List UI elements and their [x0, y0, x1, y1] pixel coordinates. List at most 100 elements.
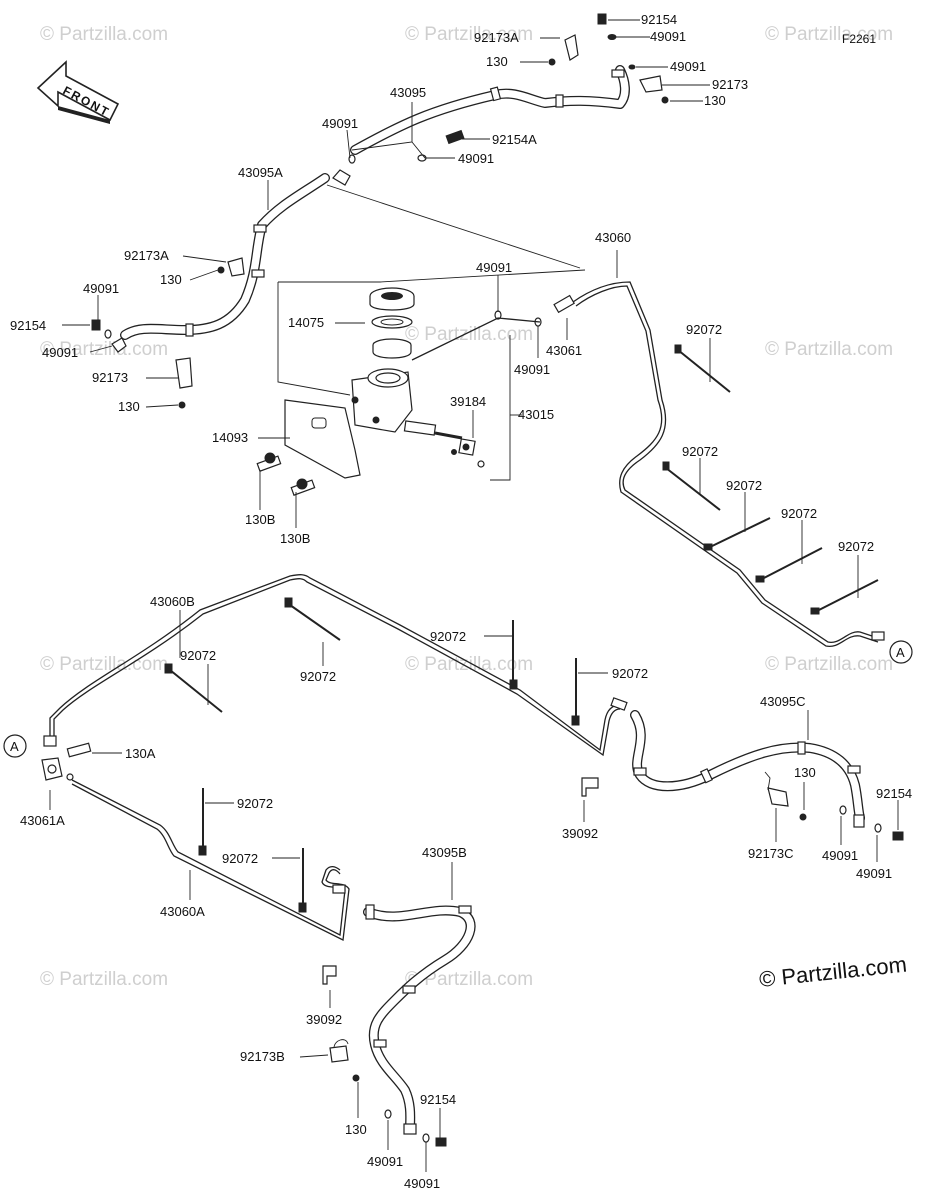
leader-lines	[49, 19, 899, 1172]
brake-hose-43095C	[630, 710, 904, 841]
fitting-43061	[411, 294, 575, 361]
part-label: 43015	[518, 407, 554, 422]
brake-tube-43060B	[43, 574, 628, 757]
cable-tie-icon	[298, 848, 307, 913]
part-label: 14075	[288, 315, 324, 330]
watermark-text: © Partzilla.com	[40, 24, 168, 45]
clamp-92173B	[329, 1039, 360, 1082]
part-label: 130	[486, 54, 508, 69]
front-arrow-icon: FRONT	[36, 60, 120, 124]
part-label: 43061	[546, 343, 582, 358]
part-label: 43095C	[760, 694, 806, 709]
watermark-text: © Partzilla.com	[405, 24, 533, 45]
part-label: 92173C	[748, 846, 794, 861]
part-label: 49091	[322, 116, 358, 131]
part-label: 49091	[514, 362, 550, 377]
part-label: 49091	[476, 260, 512, 275]
part-label: 43095B	[422, 845, 467, 860]
cable-tie-icon	[662, 461, 721, 511]
part-label: 39092	[306, 1012, 342, 1027]
part-label: 49091	[856, 866, 892, 881]
part-label: 92072	[222, 851, 258, 866]
part-label: 49091	[670, 59, 706, 74]
part-label: 92173B	[240, 1049, 285, 1064]
watermark-text: © Partzilla.com	[765, 339, 893, 360]
part-label: 49091	[650, 29, 686, 44]
part-label: 130B	[280, 531, 310, 546]
part-labels-master-cylinder: 49091 43060 14075 43061 49091 43015 3918…	[212, 230, 631, 546]
bolts-130B	[256, 452, 316, 496]
part-label: 92072	[686, 322, 722, 337]
part-label: 43060B	[150, 594, 195, 609]
watermark-text: © Partzilla.com	[40, 654, 168, 675]
cable-tie-icon	[284, 597, 341, 641]
part-labels-upper-ties: 92072 92072 92072 92072 92072	[682, 322, 874, 554]
brake-hose-43095B	[363, 904, 476, 1147]
watermark-layer: © Partzilla.com © Partzilla.com © Partzi…	[40, 24, 893, 990]
part-label: 49091	[83, 281, 119, 296]
bracket-39092-left	[322, 965, 337, 985]
part-label: 92072	[300, 669, 336, 684]
part-label: 49091	[404, 1176, 440, 1191]
cable-tie-icon	[755, 547, 823, 583]
watermark-text: © Partzilla.com	[405, 324, 533, 345]
copyright-text: © Partzilla.com	[758, 952, 908, 992]
reservoir-cap-14075	[369, 287, 415, 359]
connector-a-left: A	[3, 734, 27, 758]
clamp-92173A-left	[217, 257, 245, 277]
cable-tie-icon	[509, 620, 518, 690]
clamp-92173-top	[597, 13, 669, 104]
part-label: 92072	[838, 539, 874, 554]
cable-tie-icon	[674, 344, 731, 393]
cable-tie-icon	[703, 517, 771, 551]
part-label: 92154A	[492, 132, 537, 147]
watermark-text: © Partzilla.com	[765, 24, 893, 45]
part-label: 92072	[430, 629, 466, 644]
clamp-92173A-top	[548, 34, 579, 66]
part-label: 49091	[458, 151, 494, 166]
part-label: 130	[160, 272, 182, 287]
cable-tie-icon	[571, 658, 580, 726]
part-label: 14093	[212, 430, 248, 445]
clevis-39184	[451, 438, 485, 468]
watermark-text: © Partzilla.com	[765, 654, 893, 675]
connector-a-label: A	[896, 645, 905, 660]
part-label: 92173A	[474, 30, 519, 45]
bracket-39092-right	[581, 777, 599, 797]
part-label: 130	[118, 399, 140, 414]
part-label: 92173	[92, 370, 128, 385]
watermark-text: © Partzilla.com	[40, 339, 168, 360]
part-labels-left-clamp: 92173A 130 49091 92154 49091 92173 130	[10, 248, 182, 414]
master-cylinder-body	[351, 368, 463, 440]
brake-hose-43095A	[120, 173, 330, 340]
assembly-bracket-43015	[277, 184, 586, 481]
part-label: 92173	[712, 77, 748, 92]
brake-hose-43095	[350, 65, 630, 155]
part-label: 92154	[10, 318, 46, 333]
part-label: 92072	[781, 506, 817, 521]
part-label: 92072	[180, 648, 216, 663]
part-label: 43095	[390, 85, 426, 100]
part-label: 39092	[562, 826, 598, 841]
shield-14093	[284, 399, 361, 479]
part-labels-top: 92154 92173A 49091 130 49091 92173 130	[474, 12, 748, 108]
cable-tie-icon	[164, 663, 223, 713]
part-labels-lower-left: 43060B 92072 92072 92072 92072 130A 4306…	[20, 594, 648, 919]
part-label: 49091	[822, 848, 858, 863]
part-label: 43095A	[238, 165, 283, 180]
brake-tube-43060A	[71, 779, 350, 941]
union-43061A	[41, 742, 92, 781]
part-label: 39184	[450, 394, 486, 409]
part-label: 92154	[641, 12, 677, 27]
part-label: 92072	[726, 478, 762, 493]
part-label: 92072	[612, 666, 648, 681]
part-label: 49091	[42, 345, 78, 360]
part-labels-lower-center: 43095B 39092 92173B 130 92154 49091 4909…	[240, 845, 467, 1191]
part-label: 130B	[245, 512, 275, 527]
part-label: 92154	[420, 1092, 456, 1107]
part-label: 43061A	[20, 813, 65, 828]
part-label: 92072	[682, 444, 718, 459]
part-label: 43060A	[160, 904, 205, 919]
